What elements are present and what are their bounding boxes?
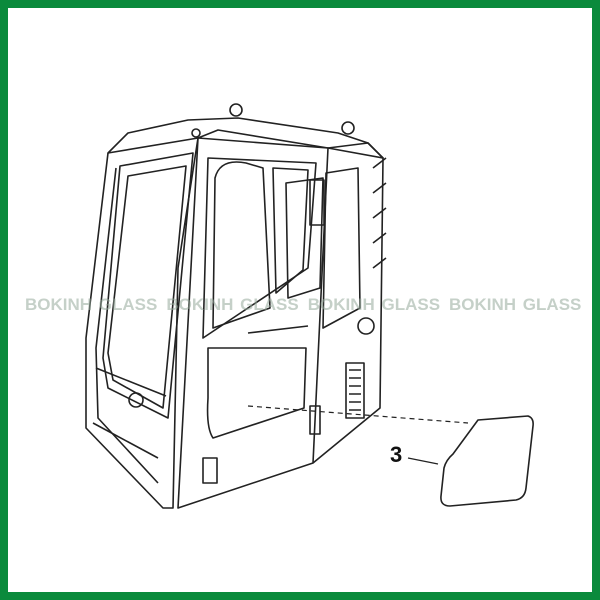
cab-body <box>85 103 469 509</box>
cab-diagram <box>85 103 534 509</box>
watermark-text: BOKINH GLASS <box>25 295 158 314</box>
watermark-text: BOKINH GLASS <box>166 295 299 314</box>
watermark-text: BOKINH GLASS <box>307 295 441 314</box>
glass-part-3[interactable] <box>407 415 534 507</box>
watermark: BOKINH GLASS BOKINH GLASS BOKINH GLASS BOKI… <box>25 295 590 315</box>
watermark-text: BOKINH GLASS <box>449 295 582 314</box>
leader-line <box>247 405 469 424</box>
part-number-label: 3 <box>390 442 403 467</box>
